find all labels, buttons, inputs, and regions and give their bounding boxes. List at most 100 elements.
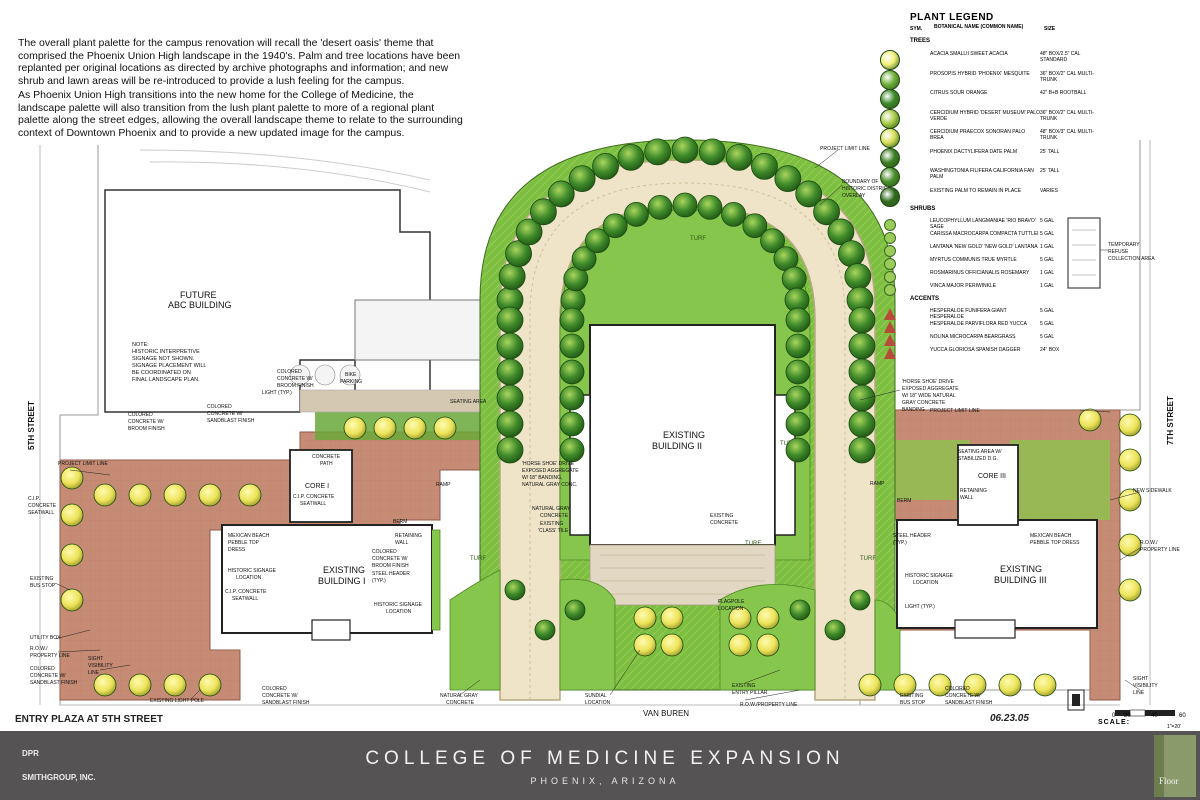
- scale-label: SCALE:: [1098, 719, 1131, 726]
- tree-symbol-icon: [880, 69, 900, 90]
- bike-0: BIKE: [345, 372, 357, 378]
- bus-l-0: EXISTING: [30, 576, 53, 582]
- cip-left-2: SEATWALL: [28, 510, 54, 516]
- nat-gray-1: CONCRETE: [540, 513, 569, 519]
- tree-canopy: [433, 416, 457, 440]
- tree-canopy: [559, 359, 585, 385]
- tree-canopy: [781, 266, 807, 292]
- tree-canopy: [728, 633, 752, 657]
- class-tile-0: EXISTING: [540, 521, 563, 527]
- tree-canopy: [496, 436, 524, 464]
- tree-canopy-group: [496, 136, 876, 641]
- tree-canopy: [698, 138, 726, 166]
- nat-gray-b-0: NATURAL GRAY: [440, 693, 479, 699]
- tree-canopy: [849, 589, 871, 611]
- sundial-0: SUNDIAL: [585, 693, 607, 699]
- colored-sand-r-1: CONCRETE W/: [945, 693, 981, 699]
- new-sidewalk: NEW SIDEWALK: [1133, 488, 1172, 494]
- tree-canopy: [496, 358, 524, 386]
- legend-plant-size: 25' TALL: [1040, 148, 1060, 155]
- cip-seatwall-0: C.I.P. CONCRETE: [293, 494, 335, 500]
- shrub-symbol-icon: [884, 258, 896, 270]
- tree-canopy: [559, 437, 585, 463]
- concrete-path-1: PATH: [320, 461, 333, 467]
- legend-plant-size: VARIES: [1040, 187, 1058, 194]
- tree-symbol-icon: [880, 186, 900, 207]
- tree-canopy: [602, 213, 628, 239]
- bike-1: PARKING: [340, 379, 362, 385]
- colored-broom3-2: BROOM FINISH: [372, 563, 409, 569]
- shrub-symbol-icon: [884, 284, 896, 296]
- tree-canopy: [785, 359, 811, 385]
- refuse-0: TEMPORARY: [1108, 242, 1140, 248]
- mexican1-1: PEBBLE TOP: [228, 540, 260, 546]
- legend-plant-size: 5 GAL: [1040, 257, 1055, 263]
- legend-row: EXISTING PALM TO REMAIN IN PLACE VARIES: [872, 186, 1192, 209]
- colored-broom2-1: CONCRETE W/: [128, 419, 164, 425]
- berm-right: BERM: [897, 498, 911, 504]
- tree-canopy: [725, 143, 753, 171]
- tree-canopy: [756, 633, 780, 657]
- note-line-5: FINAL LANDSCAPE PLAN.: [132, 377, 200, 383]
- landscape-site-plan: TURF TURF TURF TURF TURF FUTURE ABC BUIL…: [27, 136, 1180, 718]
- legend-plant-name: HESPERALOE PARVIFLORA RED YUCCA: [930, 321, 1027, 327]
- legend-plant-name: EXISTING PALM TO REMAIN IN PLACE: [930, 187, 1022, 194]
- tree-canopy: [624, 202, 649, 227]
- legend-plant-name: WASHINGTONIA FILIFERA CALIFORNIA FAN PAL…: [930, 168, 1034, 180]
- sight-r-0: SIGHT: [1133, 676, 1148, 682]
- legend-plant-size: 25' TALL: [1040, 168, 1060, 174]
- note-line-0: NOTE:: [132, 342, 149, 348]
- refuse-1: REFUSE: [1108, 249, 1129, 255]
- steel1-1: (TYP.): [372, 578, 386, 584]
- retaining3-1: WALL: [960, 495, 974, 501]
- firm-smithgroup: SMITHGROUP, INC.: [22, 773, 96, 782]
- tree-canopy: [827, 218, 855, 246]
- mexican1-0: MEXICAN BEACH: [228, 533, 270, 539]
- legend-plant-name: VINCA MAJOR PERIWINKLE: [930, 283, 997, 289]
- steel3-0: STEEL HEADER: [893, 533, 931, 539]
- colored-sand-l-1: CONCRETE W/: [30, 673, 66, 679]
- legend-plant-size: 1 GAL: [1040, 283, 1055, 289]
- hist-sign3-1: LOCATION: [913, 580, 939, 586]
- colored-sand-l-2: SANDBLAST FINISH: [30, 680, 78, 686]
- entry-plaza-caption: ENTRY PLAZA AT 5TH STREET: [15, 714, 163, 725]
- tree-canopy: [644, 138, 672, 166]
- colored-broom2-0: COLORED: [128, 412, 153, 418]
- tree-canopy: [1118, 533, 1142, 557]
- legend-plant-name: CARISSA MACROCARPA COMPACTA TUTTLEI: [930, 231, 1039, 237]
- tree-symbol-icon: [880, 108, 900, 129]
- tree-canopy: [751, 152, 778, 180]
- tree-canopy: [373, 416, 397, 440]
- legend-plant-name: ROSMARINUS OFFICIANALIS ROSEMARY: [930, 270, 1030, 276]
- colored-sand-l-0: COLORED: [30, 666, 55, 672]
- legend-plant-size: 1 GAL: [1040, 244, 1055, 250]
- tree-canopy: [795, 180, 823, 208]
- horseshoe-r-2: W/ 18" WIDE NATURAL: [902, 393, 956, 399]
- tree-canopy: [1033, 673, 1057, 697]
- tree-canopy: [672, 192, 698, 218]
- sight-l-1: VISIBILITY: [88, 663, 113, 669]
- colored-sand-0: COLORED: [207, 404, 232, 410]
- building-iii-label-1: EXISTING: [1000, 564, 1042, 574]
- tree-canopy: [660, 606, 684, 630]
- floor-logo-text: Floor: [1159, 776, 1179, 786]
- tree-canopy: [498, 263, 526, 290]
- cip-seatwall-1: SEATWALL: [300, 501, 326, 507]
- scale-tick-60: 60: [1179, 713, 1186, 719]
- sundial-1: LOCATION: [585, 700, 611, 706]
- tree-canopy: [1118, 413, 1142, 437]
- tree-canopy: [928, 673, 952, 697]
- legend-plant-size: 48" BOX/3" CAL MULTI-TRUNK: [1040, 129, 1094, 141]
- scale-tick-0: 0: [1112, 713, 1116, 719]
- turf-label-left: TURF: [470, 556, 486, 562]
- tree-canopy: [848, 384, 876, 412]
- legend-title: PLANT LEGEND: [910, 12, 994, 23]
- bike-parking: [289, 364, 361, 386]
- colored-sand-r-2: SANDBLAST FINISH: [945, 700, 993, 706]
- core-i-label: CORE I: [305, 483, 329, 490]
- note-line-1: HISTORIC INTERPRETIVE: [132, 349, 200, 355]
- van-buren-label: VAN BUREN: [643, 709, 689, 718]
